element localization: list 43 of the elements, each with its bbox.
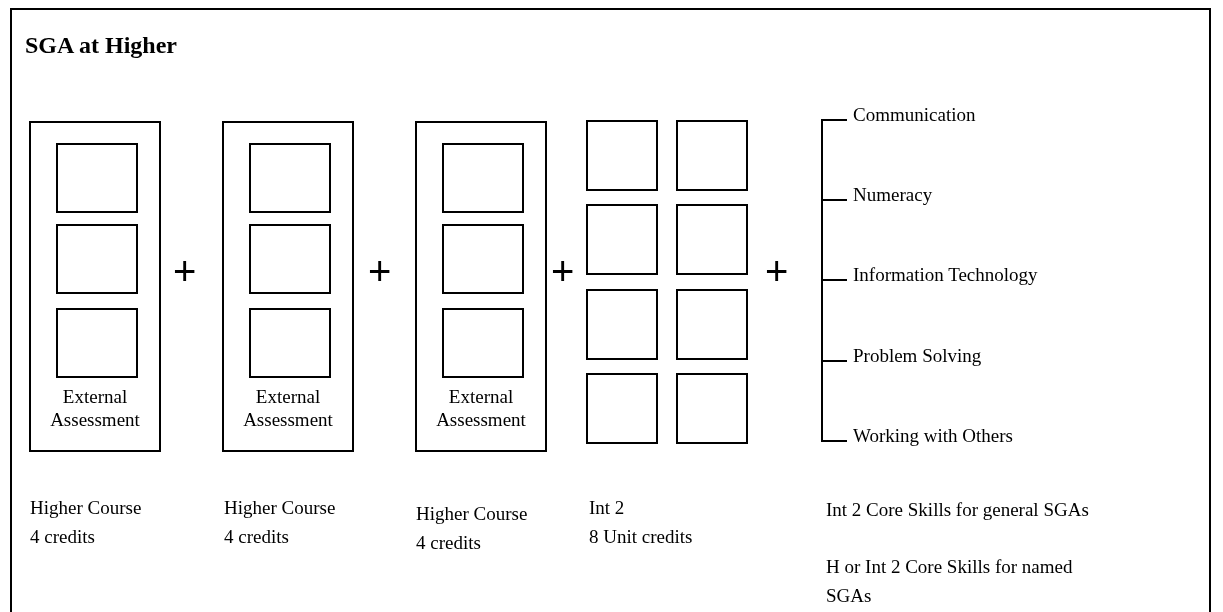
unit-box (586, 204, 658, 275)
course-name: Higher Course (30, 496, 142, 519)
skill-label: Information Technology (853, 263, 1038, 286)
unit-box (442, 308, 524, 378)
assessment-label: External Assessment (49, 385, 141, 431)
core-skills-note: H or Int 2 Core Skills for named SGAs (826, 555, 1074, 608)
unit-box (56, 143, 138, 213)
credits-label: 4 credits (224, 525, 289, 548)
unit-box (442, 143, 524, 213)
assessment-label: External Assessment (435, 385, 527, 431)
unit-box (586, 373, 658, 444)
unit-box (676, 289, 748, 360)
unit-box (586, 120, 658, 191)
course-name: Int 2 (589, 496, 625, 519)
credits-label: 8 Unit credits (589, 525, 693, 548)
plus-sign: + (551, 251, 575, 291)
plus-sign: + (368, 251, 392, 291)
unit-box (56, 308, 138, 378)
credits-label: 4 credits (416, 531, 481, 554)
core-skills-note: Int 2 Core Skills for general SGAs (826, 498, 1090, 522)
credits-label: 4 credits (30, 525, 95, 548)
skill-label: Communication (853, 103, 976, 126)
course-box (415, 121, 547, 452)
course-box (222, 121, 354, 452)
unit-box (442, 224, 524, 294)
course-box (29, 121, 161, 452)
skill-label: Working with Others (853, 424, 1013, 447)
unit-box (586, 289, 658, 360)
title: SGA at Higher (25, 32, 177, 59)
course-name: Higher Course (224, 496, 336, 519)
plus-sign: + (765, 251, 789, 291)
skill-label: Problem Solving (853, 344, 982, 367)
unit-box (56, 224, 138, 294)
unit-box (249, 308, 331, 378)
assessment-label: External Assessment (242, 385, 334, 431)
plus-sign: + (173, 251, 197, 291)
unit-box (676, 204, 748, 275)
unit-box (676, 373, 748, 444)
skill-label: Numeracy (853, 183, 933, 206)
course-name: Higher Course (416, 502, 528, 525)
unit-box (676, 120, 748, 191)
unit-box (249, 143, 331, 213)
unit-box (249, 224, 331, 294)
